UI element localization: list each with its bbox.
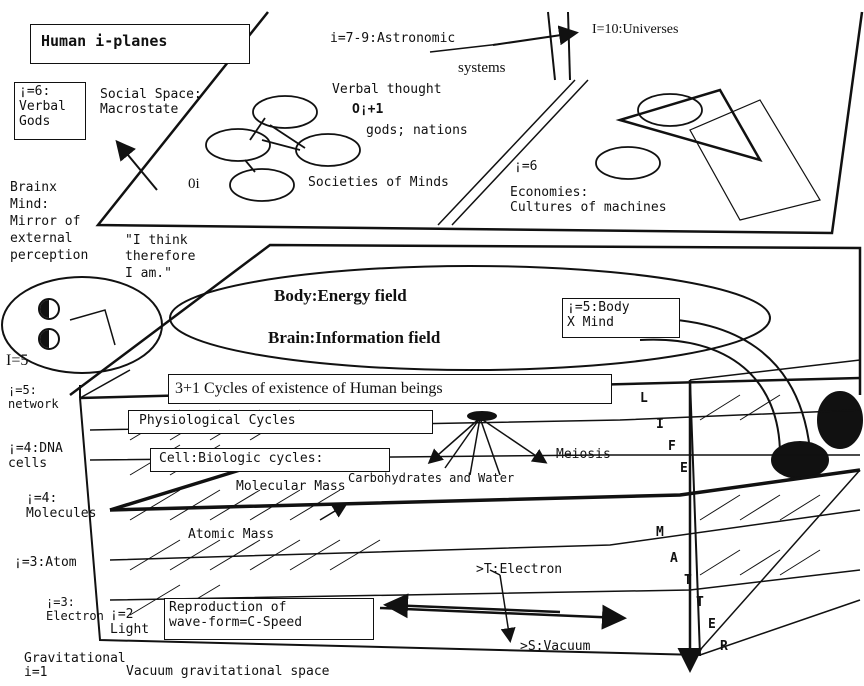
oi-plus-label: O¡+1 — [352, 102, 384, 117]
matter-letter: R — [720, 639, 728, 654]
life-letter: I — [656, 417, 664, 432]
matter-letter: E — [708, 617, 716, 632]
physiological-box: Physiological Cycles — [128, 410, 433, 434]
universes-label: I=10:Universes — [592, 22, 679, 37]
level-gravitational: Gravitational i=1 — [24, 651, 126, 681]
life-letter: F — [668, 439, 676, 454]
vacuum-space-label: Vacuum gravitational space — [126, 664, 330, 679]
matter-letter: T — [684, 573, 692, 588]
electron-t-label: >T:Electron — [476, 562, 563, 577]
reproduction-label: Reproduction of wave-form=C-Speed — [169, 600, 303, 630]
level-network: ¡=5: network — [8, 383, 59, 411]
level-light: ¡=2 Light — [110, 607, 150, 637]
verbal-thought-label: Verbal thought — [332, 82, 442, 97]
cell-box: Cell:Biologic cycles: — [150, 448, 390, 472]
cycles-header-box: 3+1 Cycles of existence of Human beings — [168, 374, 612, 404]
level-electron: ¡=3: Electron — [46, 595, 104, 623]
cell-label: Cell:Biologic cycles: — [159, 451, 324, 466]
eye-icon — [38, 298, 60, 320]
economies-label: Economies: Cultures of machines — [510, 185, 667, 215]
atomic-mass-label: Atomic Mass — [188, 527, 275, 542]
meiosis-label: Meiosis — [556, 447, 611, 462]
verbal-gods-box: ¡=6: Verbal Gods — [14, 82, 86, 140]
body-mind-label: ¡=5:Body X Mind — [567, 300, 630, 330]
matter-letter: A — [670, 551, 678, 566]
i5-label: I=5 — [6, 352, 29, 369]
i6-label: ¡=6 — [514, 159, 538, 174]
astronomic-label: i=7-9:Astronomic — [330, 31, 456, 46]
vacuum-s-label: >S:Vacuum — [520, 639, 591, 654]
verbal-gods-label: ¡=6: Verbal Gods — [19, 84, 66, 129]
information-field-label: Brain:Information field — [268, 328, 441, 347]
matter-letter: M — [656, 525, 664, 540]
life-letter: L — [640, 391, 648, 406]
carbohydrates-label: Carbohydrates and Water — [348, 471, 515, 485]
body-mind-box: ¡=5:Body X Mind — [562, 298, 680, 338]
title-box: Human i-planes — [30, 24, 250, 64]
societies-label: Societies of Minds — [308, 175, 449, 190]
brainx-label: Brainx Mind: Mirror of external percepti… — [10, 180, 89, 263]
systems-label: systems — [458, 60, 506, 76]
oi-label: 0i — [188, 176, 200, 192]
level-molecules: ¡=4: Molecules — [26, 491, 97, 521]
reproduction-box: Reproduction of wave-form=C-Speed — [164, 598, 374, 640]
energy-field-label: Body:Energy field — [274, 286, 407, 305]
social-space-label: Social Space: Macrostate — [100, 87, 202, 117]
matter-letter: T — [696, 595, 704, 610]
life-letter: E — [680, 461, 688, 476]
physiological-label: Physiological Cycles — [139, 413, 296, 428]
eye-icon — [38, 328, 60, 350]
level-dna: ¡=4:DNA cells — [8, 441, 63, 471]
molecular-mass-label: Molecular Mass — [236, 479, 346, 494]
level-atom: ¡=3:Atom — [14, 555, 77, 570]
gods-nations-label: gods; nations — [366, 123, 468, 138]
cycles-header: 3+1 Cycles of existence of Human beings — [175, 380, 443, 397]
page-title: Human i-planes — [41, 32, 168, 50]
quote-label: "I think therefore I am." — [125, 233, 196, 281]
